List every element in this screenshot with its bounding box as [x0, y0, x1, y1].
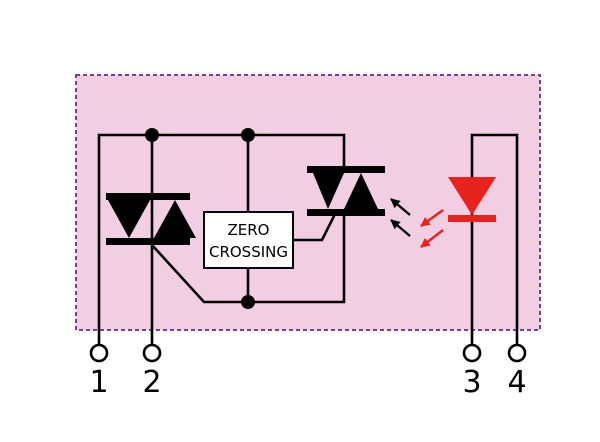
triac-icon: [106, 193, 196, 245]
pin-label-2: 2: [142, 365, 161, 400]
pin-terminals: [89, 343, 527, 363]
light-emission-arrows-icon: [420, 209, 444, 248]
pin-label-1: 1: [89, 365, 108, 400]
pin-label-4: 4: [507, 365, 526, 400]
light-reception-arrows-icon: [390, 198, 411, 237]
zero-crossing-line1: ZERO: [228, 221, 270, 239]
zero-crossing-block: ZERO CROSSING: [203, 211, 294, 269]
junction-dots: [145, 128, 255, 309]
zero-crossing-line2: CROSSING: [209, 243, 288, 261]
triac-icon: [307, 166, 385, 216]
package-outline: [75, 74, 541, 331]
led-icon: [448, 177, 496, 222]
pin-label-3: 3: [462, 365, 481, 400]
